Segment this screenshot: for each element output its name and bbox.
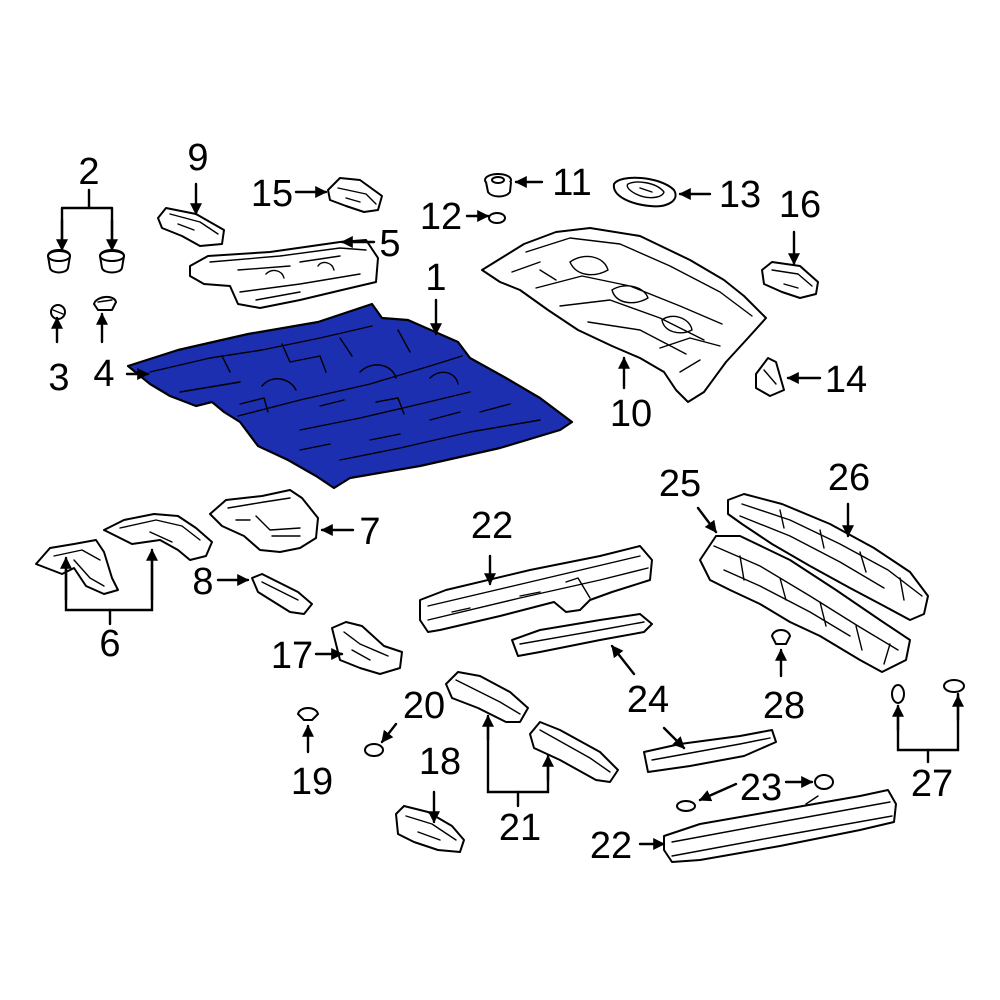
callout-17: 17 bbox=[271, 635, 313, 677]
callout-14: 14 bbox=[825, 359, 867, 401]
callout-18: 18 bbox=[419, 741, 461, 783]
callout-16: 16 bbox=[779, 184, 821, 226]
part-7-bracket[interactable] bbox=[209, 489, 319, 553]
callout-19: 19 bbox=[291, 761, 333, 803]
part-17-bracket[interactable] bbox=[331, 621, 403, 675]
part-28-clip[interactable] bbox=[771, 629, 791, 645]
callout-20: 20 bbox=[403, 685, 445, 727]
part-22-lower-rail[interactable] bbox=[663, 789, 897, 863]
part-18-bracket[interactable] bbox=[395, 805, 465, 853]
callout-6: 6 bbox=[99, 623, 120, 665]
callout-25: 25 bbox=[659, 463, 701, 505]
part-10-rear-floor-pan[interactable] bbox=[481, 227, 767, 403]
callout-8: 8 bbox=[192, 561, 213, 603]
part-21-brackets[interactable] bbox=[445, 671, 619, 783]
part-22-upper-rail[interactable] bbox=[419, 545, 653, 633]
callout-3: 3 bbox=[48, 357, 69, 399]
part-11-plug[interactable] bbox=[484, 173, 512, 198]
callout-28: 28 bbox=[763, 685, 805, 727]
callout-22-lower: 22 bbox=[590, 825, 632, 867]
callout-26: 26 bbox=[828, 457, 870, 499]
callout-4: 4 bbox=[93, 353, 114, 395]
callout-11: 11 bbox=[552, 162, 591, 204]
part-25-side-member[interactable] bbox=[699, 535, 911, 673]
part-1-front-floor-pan[interactable] bbox=[126, 302, 574, 490]
part-16-bracket[interactable] bbox=[761, 261, 819, 299]
part-19-clip[interactable] bbox=[297, 707, 319, 721]
callout-21: 21 bbox=[499, 807, 541, 849]
floor-pan-highlight bbox=[126, 302, 574, 490]
callout-15: 15 bbox=[251, 173, 293, 215]
part-8-strap[interactable] bbox=[251, 573, 313, 615]
part-3-clip[interactable] bbox=[50, 304, 66, 320]
callout-23: 23 bbox=[740, 767, 782, 809]
callout-24: 24 bbox=[627, 679, 669, 721]
part-26-side-member[interactable] bbox=[727, 493, 929, 621]
part-9-bracket[interactable] bbox=[157, 207, 225, 247]
callout-13: 13 bbox=[719, 174, 761, 216]
part-5-crossmember[interactable] bbox=[189, 239, 379, 309]
part-6-brackets[interactable] bbox=[35, 513, 213, 595]
callout-9: 9 bbox=[187, 137, 208, 179]
callout-27: 27 bbox=[911, 763, 953, 805]
part-24-upper-rail[interactable] bbox=[511, 613, 653, 657]
callout-10: 10 bbox=[610, 393, 652, 435]
part-12-ring[interactable] bbox=[488, 212, 506, 224]
part-15-bracket[interactable] bbox=[327, 177, 383, 213]
part-14-bracket[interactable] bbox=[755, 357, 785, 397]
callout-2: 2 bbox=[78, 151, 99, 193]
callout-12: 12 bbox=[420, 196, 462, 238]
callout-22-upper: 22 bbox=[471, 505, 513, 547]
part-13-large-plug[interactable] bbox=[612, 176, 677, 208]
callout-5: 5 bbox=[379, 223, 400, 265]
callout-1: 1 bbox=[425, 257, 446, 299]
leader-lines bbox=[51, 176, 964, 850]
callout-labels: 1 2 3 4 5 6 7 8 9 10 11 12 13 14 15 16 1… bbox=[48, 137, 953, 867]
part-2-plugs[interactable] bbox=[47, 249, 125, 274]
part-4-grommet[interactable] bbox=[93, 296, 117, 311]
part-23-plugs[interactable] bbox=[676, 774, 834, 812]
callout-7: 7 bbox=[359, 511, 380, 553]
part-27-plugs[interactable] bbox=[891, 679, 965, 704]
part-24-lower-rail[interactable] bbox=[643, 729, 777, 773]
part-20-plug[interactable] bbox=[364, 743, 384, 757]
